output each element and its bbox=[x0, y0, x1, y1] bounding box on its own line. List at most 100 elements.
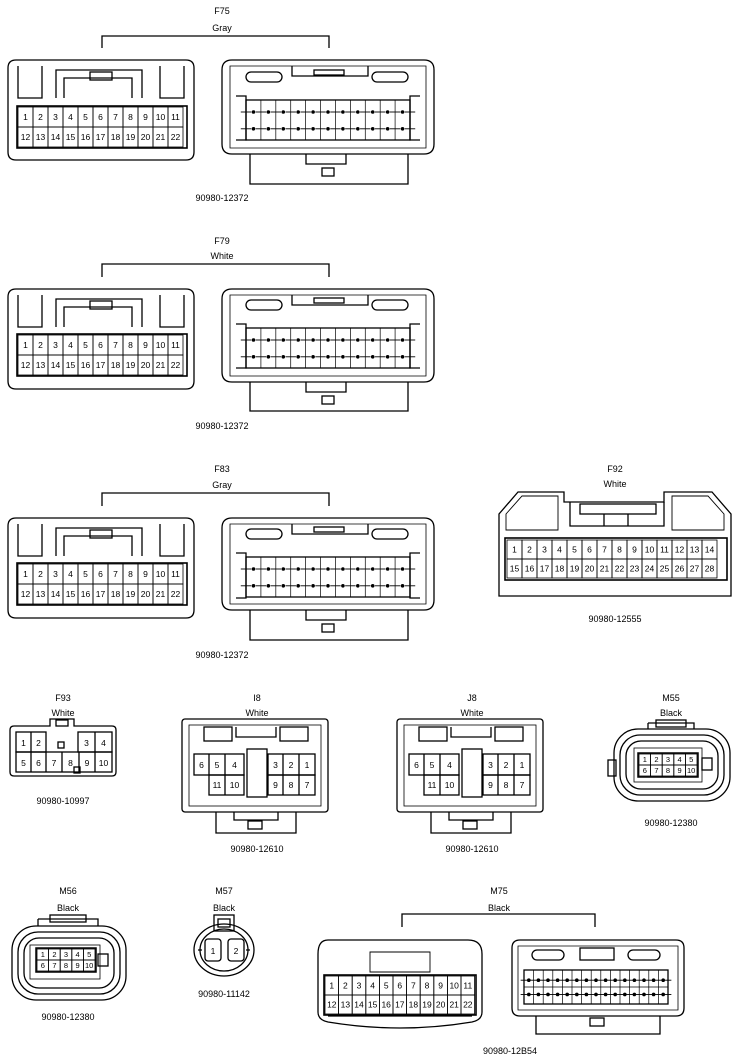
terminal-dot bbox=[266, 584, 271, 588]
terminal-dot bbox=[281, 584, 286, 588]
terminal-dot bbox=[632, 978, 637, 982]
pin-label: 2 bbox=[343, 981, 348, 991]
pin-label: 6 bbox=[98, 112, 103, 122]
pairing-bracket bbox=[101, 263, 330, 277]
pin-label: 13 bbox=[36, 132, 46, 142]
pin-label: 2 bbox=[36, 738, 41, 748]
pin-label: 14 bbox=[354, 1000, 364, 1010]
connector-i8: I8 White 6 5 4 3 2 1 11 10 9 8 7 90980-1… bbox=[181, 693, 329, 854]
connector-f92-color: White bbox=[603, 479, 626, 489]
pin-label: 12 bbox=[327, 1000, 337, 1010]
terminal-dot bbox=[527, 992, 531, 997]
connector-f79-id: F79 bbox=[214, 236, 230, 246]
pin-label: 22 bbox=[171, 589, 181, 599]
pin-label: 23 bbox=[630, 564, 640, 574]
terminal-dot bbox=[251, 355, 256, 359]
pin-label: 5 bbox=[215, 760, 220, 770]
pin-cell bbox=[167, 583, 184, 605]
terminal-dot bbox=[400, 127, 405, 131]
connector-f75-part: 90980-12372 bbox=[195, 193, 248, 203]
terminal-dot bbox=[613, 978, 617, 982]
pin-label: 7 bbox=[305, 780, 310, 790]
terminal-dot bbox=[623, 992, 627, 997]
pin-label: 17 bbox=[540, 564, 550, 574]
pin-label: 26 bbox=[675, 564, 685, 574]
connector-f93-color: White bbox=[51, 708, 74, 718]
pin-label: 5 bbox=[430, 760, 435, 770]
pin-label: 19 bbox=[126, 360, 136, 370]
pin-label: 20 bbox=[585, 564, 595, 574]
pin-label: 3 bbox=[357, 981, 362, 991]
pin-cell bbox=[167, 126, 184, 148]
connector-f83-male-view bbox=[221, 517, 435, 641]
connector-f79-color: White bbox=[210, 251, 233, 261]
pin-label: 20 bbox=[141, 360, 151, 370]
pin-label: 4 bbox=[68, 340, 73, 350]
pin-cell bbox=[83, 959, 96, 972]
terminal-dot bbox=[623, 978, 627, 982]
pin-label: 10 bbox=[156, 340, 166, 350]
terminal-dot bbox=[594, 992, 598, 997]
pin-label: 20 bbox=[141, 132, 151, 142]
pin-label: 2 bbox=[527, 545, 532, 555]
terminal-dot bbox=[281, 338, 286, 342]
pin-label: 4 bbox=[678, 755, 682, 764]
terminal-dot bbox=[400, 110, 405, 114]
terminal-dot bbox=[281, 355, 286, 359]
connector-m75-male-view bbox=[511, 939, 685, 1035]
terminal-dot bbox=[575, 978, 579, 982]
terminal-dot bbox=[251, 338, 256, 342]
pin-label: 7 bbox=[52, 758, 57, 768]
pin-label: 8 bbox=[504, 780, 509, 790]
pin-label: 2 bbox=[52, 950, 56, 959]
pin-label: 11 bbox=[171, 340, 180, 350]
pin-label: 16 bbox=[525, 564, 535, 574]
terminal-dot bbox=[356, 127, 360, 131]
pin-label: 16 bbox=[81, 589, 91, 599]
pin-label: 4 bbox=[370, 981, 375, 991]
pin-label: 8 bbox=[617, 545, 622, 555]
connector-f83-part: 90980-12372 bbox=[195, 650, 248, 660]
pin-label: 17 bbox=[96, 589, 106, 599]
terminal-dot bbox=[584, 978, 589, 982]
pin-label: 18 bbox=[111, 132, 121, 142]
terminal-dot bbox=[651, 992, 656, 997]
pin-label: 3 bbox=[488, 760, 493, 770]
terminal-dot bbox=[575, 992, 579, 997]
pin-label: 6 bbox=[98, 569, 103, 579]
pin-label: 3 bbox=[64, 950, 68, 959]
pin-label: 8 bbox=[425, 981, 430, 991]
pin-label: 3 bbox=[53, 340, 58, 350]
pin-label: 7 bbox=[113, 112, 118, 122]
pin-label: 9 bbox=[85, 758, 90, 768]
pairing-bracket bbox=[101, 35, 330, 48]
pin-label: 21 bbox=[156, 589, 166, 599]
pin-label: 2 bbox=[38, 340, 43, 350]
pin-label: 21 bbox=[600, 564, 610, 574]
pin-label: 3 bbox=[666, 755, 670, 764]
pin-label: 25 bbox=[660, 564, 670, 574]
connector-f79-part: 90980-12372 bbox=[195, 421, 248, 431]
terminal-dot bbox=[584, 992, 589, 997]
terminal-dot bbox=[536, 992, 541, 997]
pin-label: 6 bbox=[643, 766, 647, 775]
pin-label: 8 bbox=[289, 780, 294, 790]
terminal-dot bbox=[266, 355, 271, 359]
terminal-dot bbox=[341, 338, 345, 342]
pin-label: 11 bbox=[171, 112, 180, 122]
pin-label: 5 bbox=[83, 340, 88, 350]
pin-label: 3 bbox=[84, 738, 89, 748]
pin-label: 1 bbox=[23, 569, 28, 579]
pin-label: 15 bbox=[66, 589, 76, 599]
connector-m57-part: 90980-11142 bbox=[198, 989, 250, 999]
pin-label: 8 bbox=[128, 569, 133, 579]
terminal-dot bbox=[266, 338, 271, 342]
pin-label: 4 bbox=[447, 760, 452, 770]
terminal-dot bbox=[311, 127, 315, 131]
pin-label: 2 bbox=[504, 760, 509, 770]
terminal-dot bbox=[385, 584, 390, 588]
